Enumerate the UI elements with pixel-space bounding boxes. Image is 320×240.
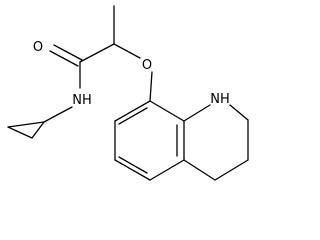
bond-ring-bottom-right xyxy=(214,159,249,181)
carbonyl-oxygen-label: O xyxy=(33,40,43,55)
bond-carbonyl-double-b xyxy=(49,50,79,67)
bond-benz-6 xyxy=(149,100,185,122)
bond-ring-nitrogen-right xyxy=(229,104,249,121)
bond-cyclopropyl-3 xyxy=(7,126,33,139)
bond-ring-nitrogen-left xyxy=(183,104,211,122)
bond-carbonyl-double-a xyxy=(53,44,83,61)
bond-ring-bottom-left xyxy=(183,159,216,181)
bond-benz-1 xyxy=(114,100,151,122)
bond-alpha-oxygen xyxy=(113,43,141,59)
molecule-diagram: O O NH NH xyxy=(7,5,249,181)
bond-nitrogen-cyclopropyl xyxy=(43,106,73,123)
ring-nh-label: NH xyxy=(210,92,230,107)
bond-benz-3 xyxy=(114,159,151,181)
bond-alpha-carbonyl xyxy=(79,43,115,63)
bond-benz-3-inner xyxy=(118,156,148,174)
bond-benz-4 xyxy=(149,159,185,181)
bond-oxygen-ring xyxy=(149,71,153,102)
ether-oxygen-label: O xyxy=(142,58,152,73)
bond-benz-1-inner xyxy=(118,107,148,125)
structure-svg: O O NH NH xyxy=(7,5,249,181)
amide-nh-label: NH xyxy=(72,93,92,108)
bond-cyclopropyl-2 xyxy=(7,121,45,128)
bond-cyclopropyl-1 xyxy=(31,121,45,139)
